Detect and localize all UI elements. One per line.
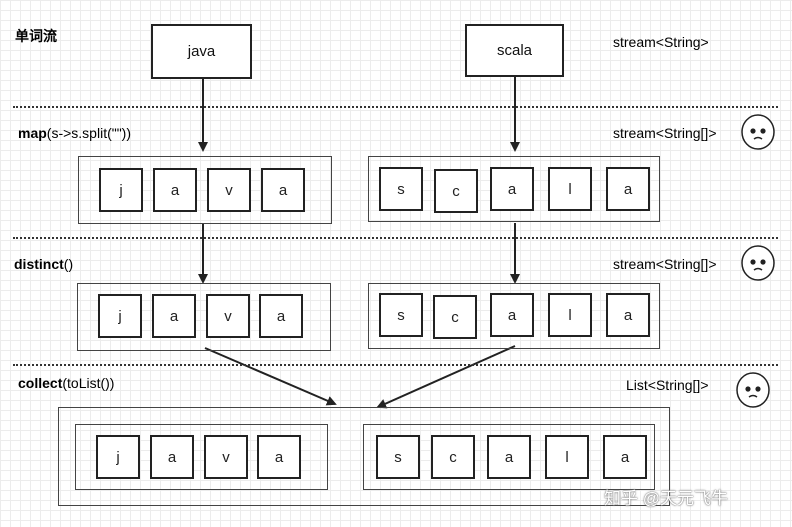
letter-cell: a [487,435,531,479]
type-label-map: stream<String[]> [613,125,717,141]
watermark: 知乎 @天元飞牛 [604,489,728,508]
letter-cell: c [431,435,475,479]
word-box-scala: scala [465,24,564,77]
sad-face-icon [741,114,775,150]
word-box-java: java [151,24,252,79]
letter-cell: a [606,167,650,211]
array-frame-scala-distinct [368,283,660,349]
letter-cell: l [548,167,592,211]
section-label-collect: collect(toList()) [18,375,115,391]
letter-cell: j [99,168,143,212]
section-label-distinct: distinct() [14,256,74,272]
letter-cell: c [434,169,478,213]
letter-cell: c [433,295,477,339]
sad-face-icon [741,245,775,281]
section-label-word-stream: 单词流 [15,28,57,44]
letter-cell: v [204,435,248,479]
letter-cell: j [96,435,140,479]
letter-cell: s [379,293,423,337]
letter-cell: a [259,294,303,338]
type-label-distinct: stream<String[]> [613,256,717,272]
letter-cell: j [98,294,142,338]
array-frame-scala-map [368,156,660,222]
array-frame-scala-collect [363,424,655,490]
arrow-java-to-collect [204,347,337,406]
list-frame-collect [58,407,670,506]
letter-cell: a [490,167,534,211]
type-label-word-stream: stream<String> [613,34,709,50]
letter-cell: l [548,293,592,337]
letter-cell: a [153,168,197,212]
section-label-map: map(s->s.split("")) [18,125,132,141]
sad-face-icon [736,372,770,408]
section-divider [13,106,778,108]
letter-cell: v [206,294,250,338]
letter-cell: a [150,435,194,479]
letter-cell: l [545,435,589,479]
type-label-collect: List<String[]> [626,377,709,393]
arrow-scala-to-collect [376,345,516,409]
letter-cell: a [257,435,301,479]
letter-cell: a [603,435,647,479]
letter-cell: v [207,168,251,212]
letter-cell: a [490,293,534,337]
section-divider [13,364,778,366]
letter-cell: s [379,167,423,211]
section-divider [13,237,778,239]
array-frame-java-map [78,156,332,224]
letter-cell: a [261,168,305,212]
array-frame-java-collect [75,424,328,490]
letter-cell: a [152,294,196,338]
array-frame-java-distinct [77,283,331,351]
letter-cell: a [606,293,650,337]
letter-cell: s [376,435,420,479]
